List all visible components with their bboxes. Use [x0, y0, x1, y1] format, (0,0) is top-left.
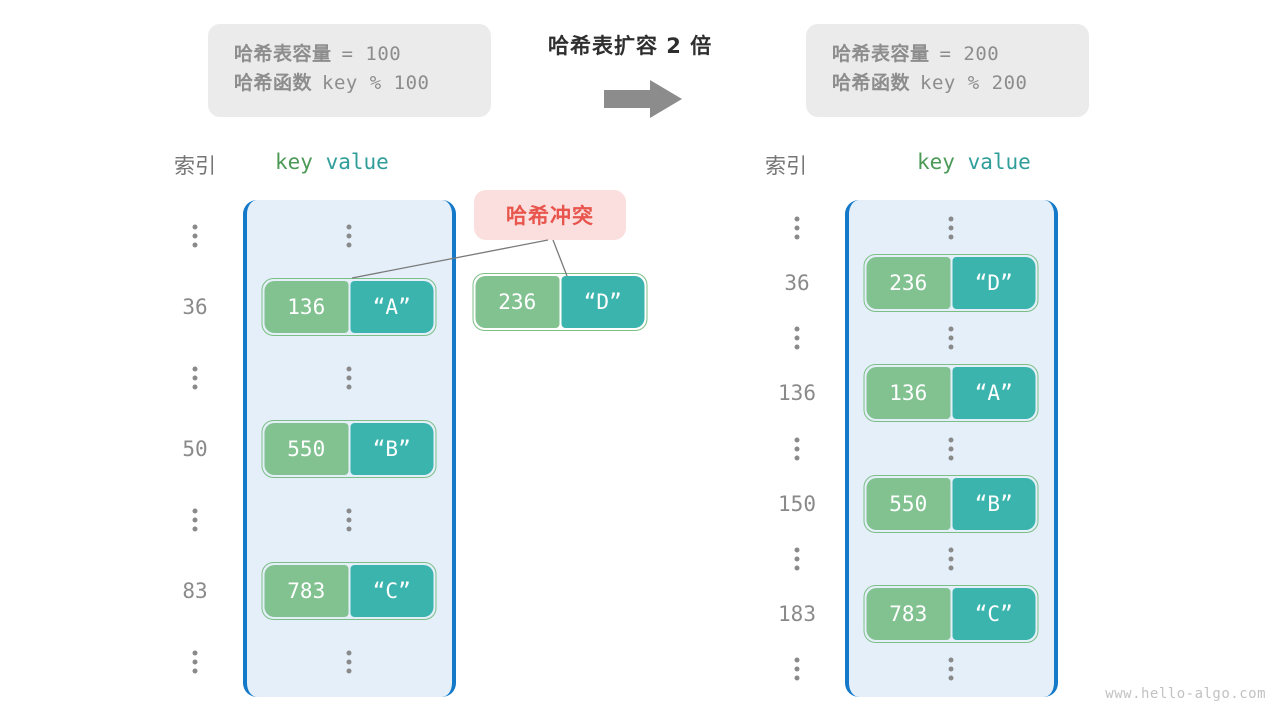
value-header-left: value	[325, 150, 389, 174]
collision-badge: 哈希冲突	[474, 190, 626, 240]
hash-config-box-after: 哈希表容量 = 200 哈希函数 key % 200	[806, 24, 1089, 117]
capacity-value: = 100	[341, 43, 402, 65]
watermark: www.hello-algo.com	[1105, 686, 1266, 702]
pair-value: “A”	[350, 280, 434, 333]
key-header-right: key	[917, 150, 955, 174]
index-column-header-right: 索引	[765, 154, 807, 178]
pair-value: “D”	[952, 256, 1036, 309]
pair-key: 783	[866, 588, 950, 641]
hash-function-value: key % 100	[322, 72, 430, 95]
pair-key: 236	[866, 256, 950, 309]
bucket-ellipsis	[948, 657, 954, 681]
bucket-ellipsis	[346, 366, 352, 389]
page-title: 哈希表扩容 2 倍	[548, 34, 713, 58]
index-label: 83	[182, 578, 208, 603]
index-column-after: 36 136 150 183	[752, 200, 842, 697]
index-label: 150	[778, 491, 816, 516]
index-label: 36	[784, 270, 810, 295]
index-ellipsis	[192, 508, 198, 531]
bucket-ellipsis	[346, 224, 352, 247]
hash-function-label: 哈希函数	[832, 72, 911, 95]
index-label: 183	[778, 602, 816, 627]
pair-key: 136	[264, 280, 348, 333]
capacity-value: = 200	[939, 43, 1000, 65]
hash-function-value: key % 200	[920, 72, 1028, 95]
index-ellipsis	[794, 216, 800, 240]
bucket-ellipsis	[948, 547, 954, 571]
pair-value: “B”	[350, 422, 434, 475]
pair-value: “C”	[952, 588, 1036, 641]
key-header-left: key	[275, 150, 313, 174]
capacity-label: 哈希表容量	[234, 43, 332, 65]
bucket-ellipsis	[948, 216, 954, 240]
index-ellipsis	[794, 326, 800, 350]
pair-key: 783	[264, 564, 348, 617]
index-ellipsis	[794, 437, 800, 460]
capacity-line: 哈希表容量 = 200	[832, 40, 1063, 69]
hash-function-line: 哈希函数 key % 200	[832, 69, 1063, 98]
bucket-ellipsis	[346, 650, 352, 673]
index-ellipsis	[192, 224, 198, 247]
hash-function-line: 哈希函数 key % 100	[234, 69, 465, 98]
hash-function-label: 哈希函数	[234, 72, 313, 95]
key-value-header-left: key value	[275, 150, 389, 174]
index-label: 50	[182, 436, 208, 461]
key-value-header-right: key value	[917, 150, 1031, 174]
index-ellipsis	[192, 650, 198, 673]
key-value-pair: 550“B”	[863, 474, 1039, 533]
index-ellipsis	[794, 657, 800, 681]
pair-key: 136	[866, 367, 950, 420]
pair-value: “B”	[952, 477, 1036, 530]
hash-config-box-before: 哈希表容量 = 100 哈希函数 key % 100	[208, 24, 491, 117]
index-label: 136	[778, 381, 816, 406]
pair-value: “A”	[952, 367, 1036, 420]
capacity-line: 哈希表容量 = 100	[234, 40, 465, 69]
key-value-pair: 783“C”	[261, 561, 437, 620]
key-value-pair: 136“A”	[261, 277, 437, 336]
index-column-header-left: 索引	[174, 154, 216, 178]
bucket-ellipsis	[346, 508, 352, 531]
pair-value: “C”	[350, 564, 434, 617]
index-ellipsis	[192, 366, 198, 389]
colliding-key-value-pair: 236 “D”	[472, 273, 648, 331]
bucket-contents-after: 236“D” 136“A” 550“B” 783“C”	[845, 200, 1058, 697]
index-label: 36	[182, 294, 208, 319]
bucket-ellipsis	[948, 326, 954, 350]
right-arrow-icon	[604, 80, 682, 118]
key-value-pair: 236“D”	[863, 253, 1039, 312]
bucket-contents-before: 136“A” 550“B” 783“C”	[243, 200, 456, 697]
key-value-pair: 783“C”	[863, 585, 1039, 644]
pair-key: 236	[475, 276, 559, 328]
pair-key: 550	[866, 477, 950, 530]
pair-key: 550	[264, 422, 348, 475]
key-value-pair: 550“B”	[261, 419, 437, 478]
capacity-label: 哈希表容量	[832, 43, 930, 65]
bucket-ellipsis	[948, 437, 954, 460]
index-column-before: 36 50 83	[150, 200, 240, 697]
value-header-right: value	[967, 150, 1031, 174]
pair-value: “D”	[561, 276, 645, 328]
index-ellipsis	[794, 547, 800, 571]
key-value-pair: 136“A”	[863, 364, 1039, 423]
